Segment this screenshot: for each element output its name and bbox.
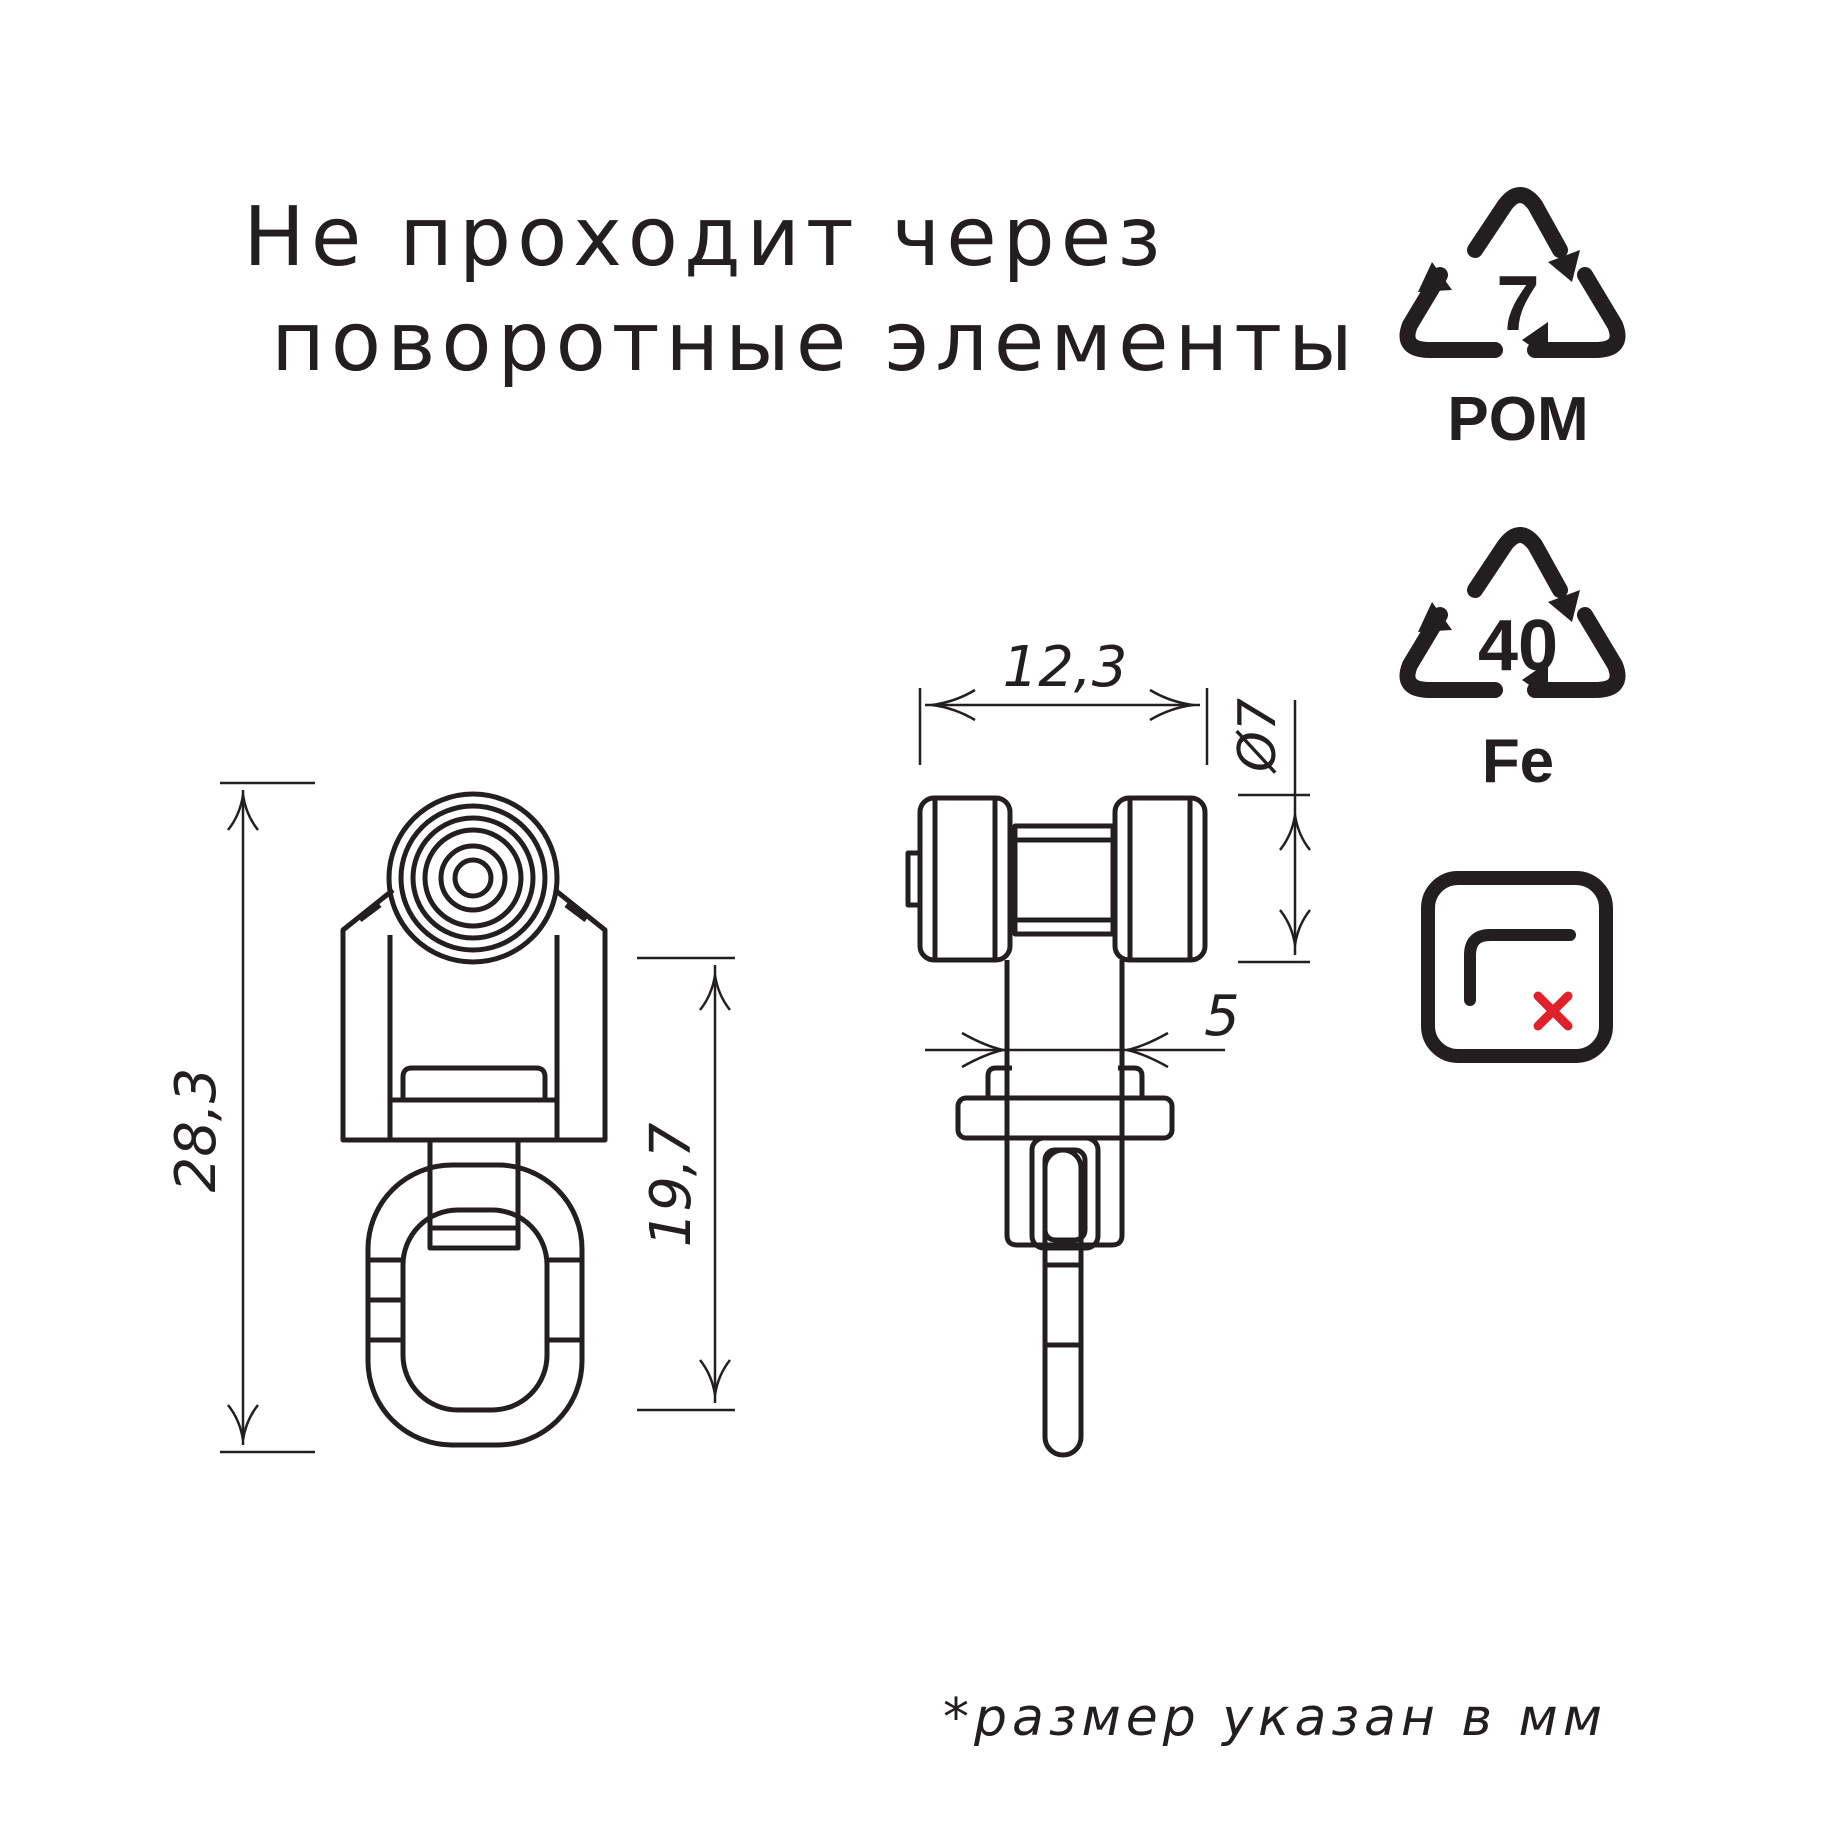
- recycle-pom-arrows: [1418, 250, 1580, 358]
- recycle-fe-arrows: [1418, 590, 1580, 698]
- front-view-drawing: [340, 791, 608, 1448]
- recycle-pom-label: POM: [1447, 385, 1588, 454]
- dimension-lines-side: [918, 688, 1311, 1069]
- recycle-pom-icon: [1399, 187, 1626, 358]
- footnote: *размер указан в мм: [943, 1688, 1607, 1748]
- recycle-pom-code: 7: [1496, 259, 1539, 347]
- dimension-width: 12,3: [1003, 635, 1128, 700]
- dimension-height-body: 19,7: [639, 1122, 704, 1247]
- side-view-drawing: [905, 795, 1208, 1458]
- dimension-lines-front: [220, 781, 735, 1454]
- recycle-fe-icon: [1399, 527, 1626, 698]
- dimension-height-total: 28,3: [164, 1068, 229, 1193]
- dimension-wheel-diameter: Ø7: [1228, 698, 1288, 774]
- red-cross-icon: [1533, 991, 1573, 1031]
- dimension-slot: 5: [1204, 984, 1240, 1049]
- recycle-fe-code: 40: [1478, 606, 1558, 686]
- corner-not-allowed-icon: [1421, 871, 1613, 1063]
- heading-line-2: поворотные элементы: [271, 295, 1358, 390]
- recycle-fe-label: Fe: [1482, 727, 1554, 796]
- heading-line-1: Не проходит через: [243, 190, 1167, 285]
